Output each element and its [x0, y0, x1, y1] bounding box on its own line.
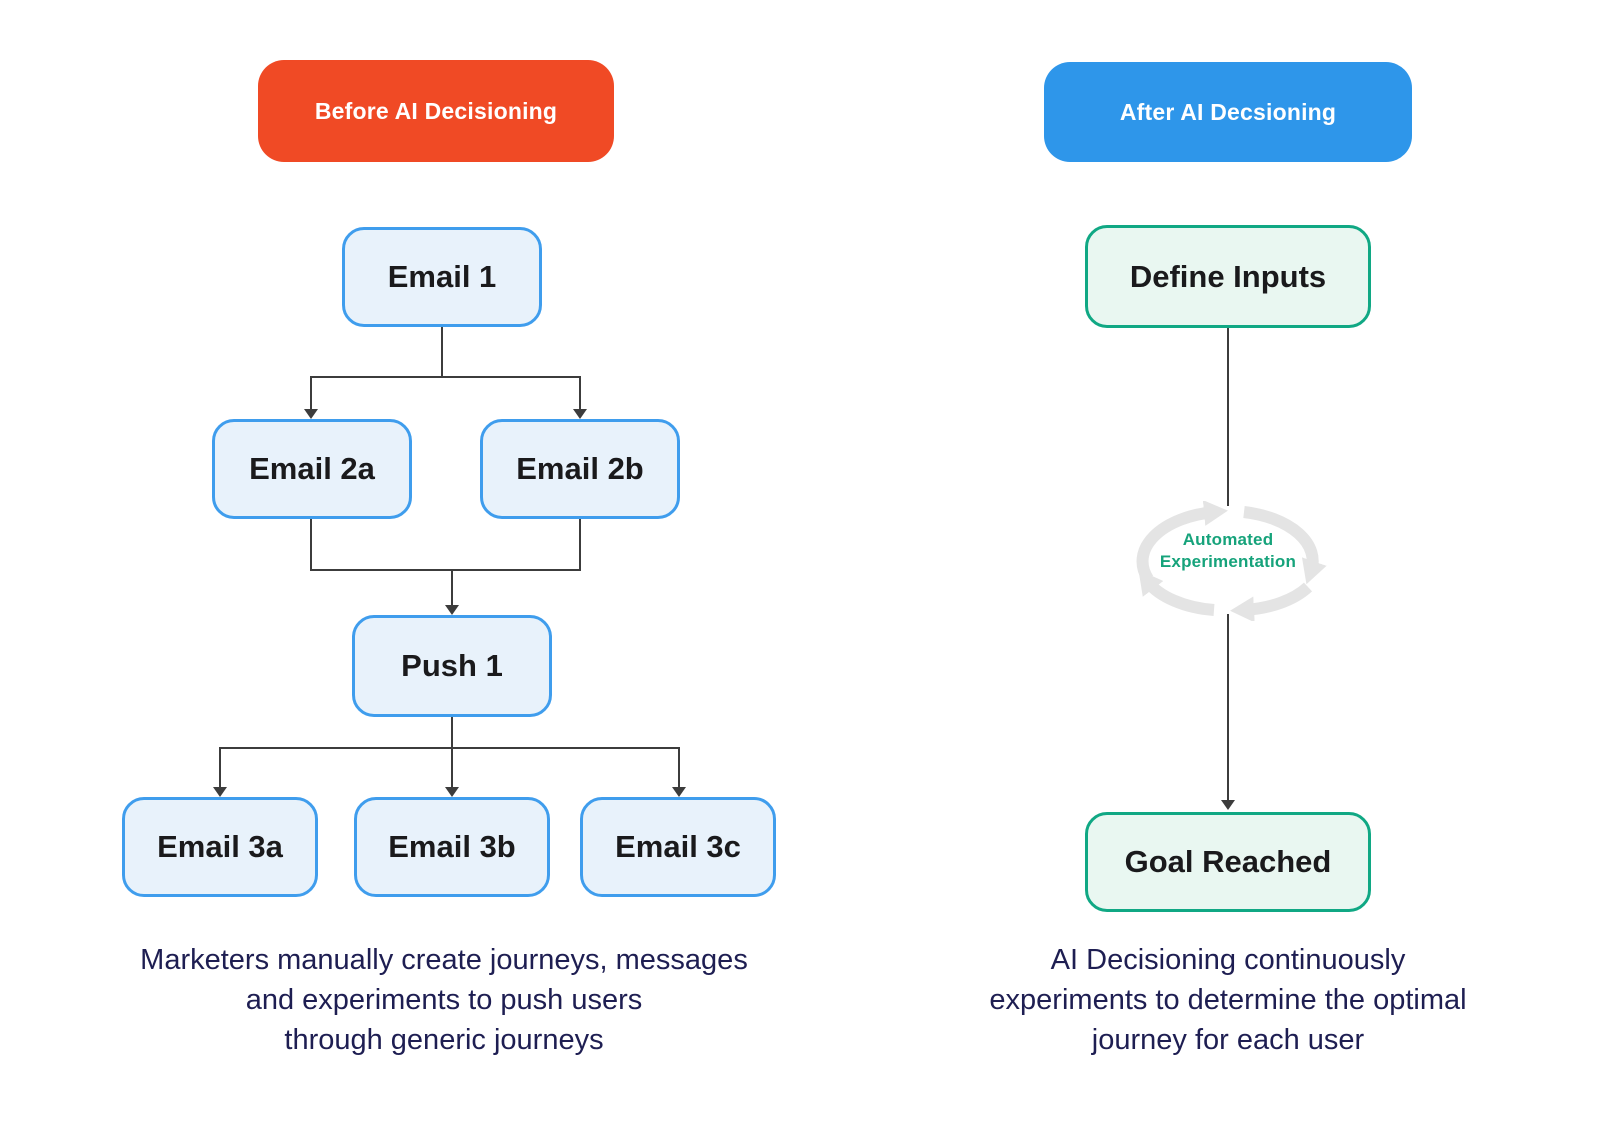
loop-label-line-2: Experimentation	[1159, 552, 1297, 571]
cycle-arrows-icon	[1128, 500, 1328, 623]
before-caption-line-2: and experiments to push users	[245, 984, 643, 1016]
automated-experimentation-label: Automated Experimentation	[1128, 529, 1328, 573]
before-header-label: Before AI Decisioning	[314, 97, 558, 124]
node-goal-reached: Goal Reached	[1085, 812, 1371, 912]
node-email-3c: Email 3c	[580, 797, 776, 897]
connector-line	[441, 327, 443, 376]
node-push-1: Push 1	[352, 615, 552, 717]
connector-line	[451, 569, 453, 605]
connector-line	[311, 376, 581, 378]
node-goal-reached-label: Goal Reached	[1124, 844, 1332, 879]
connector-line	[451, 717, 453, 747]
connector-line	[1227, 328, 1229, 506]
arrow-down-icon	[573, 409, 587, 419]
node-email-2a-label: Email 2a	[249, 451, 375, 486]
connector-line	[310, 519, 312, 569]
before-caption-line-3: through generic journeys	[284, 1024, 604, 1056]
node-email-3b-label: Email 3b	[388, 829, 516, 864]
arrow-down-icon	[213, 787, 227, 797]
node-email-3a-label: Email 3a	[157, 829, 283, 864]
connector-line	[310, 569, 581, 571]
after-caption-line-2: experiments to determine the optimal	[989, 984, 1467, 1016]
after-header-label: After AI Decsioning	[1119, 98, 1337, 125]
connector-line	[451, 747, 453, 787]
connector-line	[1227, 614, 1229, 800]
connector-line	[220, 747, 679, 749]
before-caption-line-1: Marketers manually create journeys, mess…	[140, 944, 748, 976]
node-push-1-label: Push 1	[401, 648, 503, 683]
arrow-down-icon	[445, 605, 459, 615]
node-email-3c-label: Email 3c	[615, 829, 741, 864]
node-email-3b: Email 3b	[354, 797, 550, 897]
node-email-2b: Email 2b	[480, 419, 680, 519]
connector-line	[678, 747, 680, 787]
connector-line	[579, 376, 581, 409]
arrow-down-icon	[672, 787, 686, 797]
connector-line	[310, 376, 312, 409]
node-email-2a: Email 2a	[212, 419, 412, 519]
node-email-3a: Email 3a	[122, 797, 318, 897]
after-caption: AI Decisioning continuously experiments …	[848, 940, 1600, 1060]
node-email-1: Email 1	[342, 227, 542, 327]
before-ai-decisioning-header: Before AI Decisioning	[258, 60, 614, 162]
arrow-down-icon	[445, 787, 459, 797]
loop-label-line-1: Automated	[1182, 530, 1274, 549]
connector-line	[579, 519, 581, 569]
after-caption-line-3: journey for each user	[1091, 1024, 1365, 1056]
before-caption: Marketers manually create journeys, mess…	[64, 940, 824, 1060]
arrow-down-icon	[304, 409, 318, 419]
after-ai-decisioning-header: After AI Decsioning	[1044, 62, 1412, 162]
after-caption-line-1: AI Decisioning continuously	[1050, 944, 1406, 976]
node-define-inputs-label: Define Inputs	[1129, 258, 1327, 294]
connector-line	[219, 747, 221, 787]
node-email-2b-label: Email 2b	[516, 451, 644, 486]
node-email-1-label: Email 1	[387, 259, 497, 294]
arrow-down-icon	[1221, 800, 1235, 810]
node-define-inputs: Define Inputs	[1085, 225, 1371, 328]
